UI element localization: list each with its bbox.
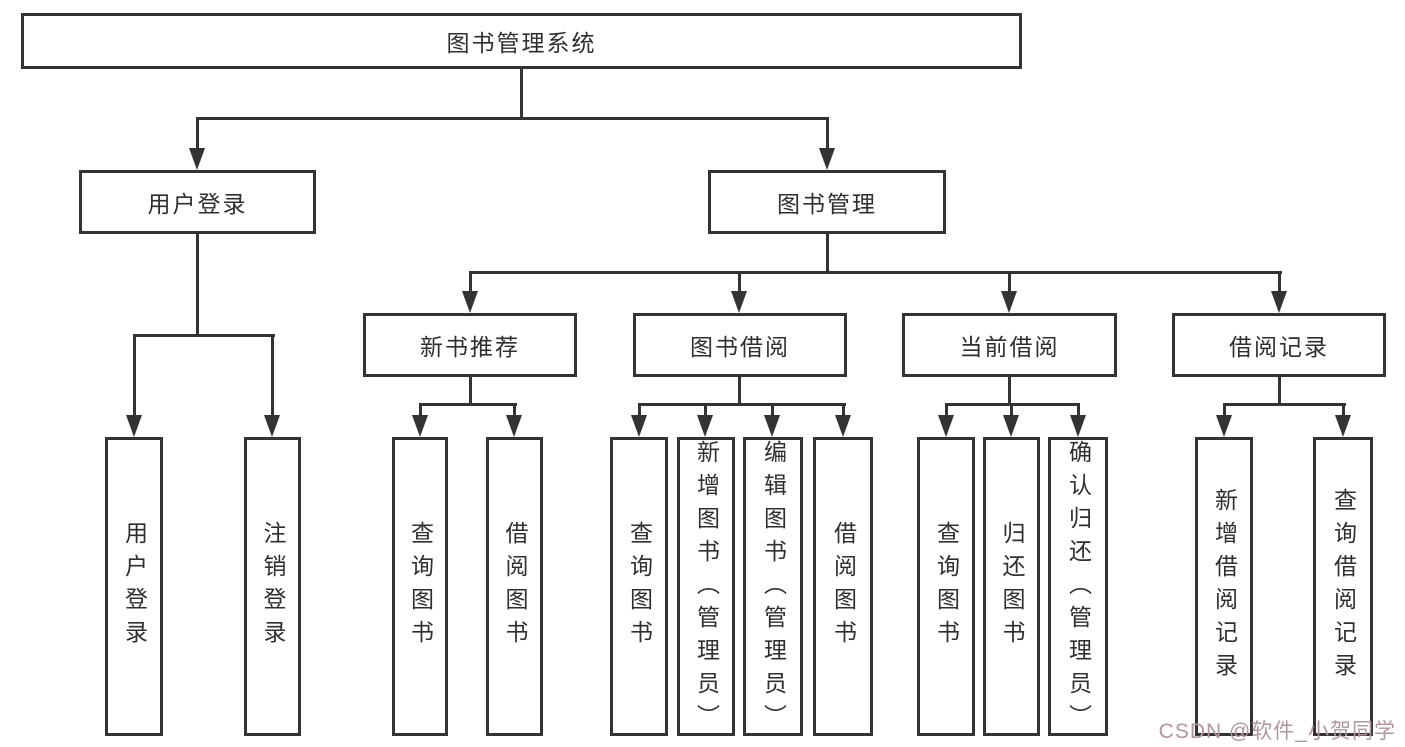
connector-line bbox=[469, 377, 472, 406]
arrow-down-icon bbox=[412, 415, 428, 437]
connector-line bbox=[520, 69, 523, 119]
connector-line bbox=[1008, 271, 1011, 293]
node-library-management-system: 图书管理系统 bbox=[21, 13, 1022, 69]
leaf-add-books-admin: 新增图书（管理员） bbox=[677, 437, 735, 737]
node-new-book-recommend: 新书推荐 bbox=[363, 313, 577, 377]
arrow-down-icon bbox=[1001, 291, 1017, 313]
leaf-newbook-borrow-books: 借阅图书 bbox=[486, 437, 543, 736]
node-label: 确认归还（管理员） bbox=[1065, 440, 1092, 737]
arrow-down-icon bbox=[462, 291, 478, 313]
node-label: 图书管理 bbox=[777, 191, 877, 217]
connector-line bbox=[638, 403, 846, 406]
connector-line bbox=[196, 117, 829, 120]
arrow-down-icon bbox=[126, 415, 142, 437]
connector-line bbox=[1278, 271, 1281, 293]
arrow-down-icon bbox=[1335, 415, 1351, 437]
arrow-down-icon bbox=[264, 415, 280, 437]
arrow-down-icon bbox=[506, 415, 522, 437]
node-book-management: 图书管理 bbox=[708, 170, 946, 234]
connector-line bbox=[771, 403, 774, 417]
connector-line bbox=[271, 334, 274, 416]
node-label: 借阅记录 bbox=[1229, 334, 1329, 360]
csdn-watermark: CSDN @软件_小贺同学 bbox=[1158, 720, 1396, 743]
connector-line bbox=[196, 234, 199, 336]
connector-line bbox=[704, 403, 707, 417]
connector-line bbox=[638, 403, 641, 417]
node-user-login: 用户登录 bbox=[79, 170, 316, 234]
leaf-newbook-query-books: 查询图书 bbox=[392, 437, 448, 736]
leaf-query-borrow-record: 查询借阅记录 bbox=[1313, 437, 1373, 736]
node-label: 查询图书 bbox=[407, 520, 434, 653]
connector-line bbox=[1077, 403, 1080, 417]
leaf-borrow-query-books: 查询图书 bbox=[610, 437, 668, 736]
connector-line bbox=[1223, 403, 1226, 417]
connector-line bbox=[513, 403, 516, 417]
connector-line bbox=[133, 334, 275, 337]
connector-line bbox=[1223, 403, 1346, 406]
node-label: 归还图书 bbox=[999, 520, 1025, 653]
node-label: 注销登录 bbox=[260, 520, 286, 653]
connector-line bbox=[469, 271, 1282, 274]
arrow-down-icon bbox=[1070, 415, 1086, 437]
node-label: 新书推荐 bbox=[420, 334, 520, 360]
arrow-down-icon bbox=[697, 415, 713, 437]
connector-line bbox=[738, 377, 741, 406]
arrow-down-icon bbox=[1003, 415, 1019, 437]
node-label: 新增借阅记录 bbox=[1211, 487, 1238, 686]
connector-line bbox=[1010, 403, 1013, 417]
node-label: 用户登录 bbox=[147, 191, 248, 217]
leaf-edit-books-admin: 编辑图书（管理员） bbox=[743, 437, 803, 737]
connector-line bbox=[1008, 377, 1011, 406]
node-label: 图书借阅 bbox=[690, 334, 790, 360]
leaf-add-borrow-record: 新增借阅记录 bbox=[1195, 437, 1253, 736]
arrow-down-icon bbox=[819, 148, 835, 170]
node-current-borrowing: 当前借阅 bbox=[902, 313, 1117, 377]
arrow-down-icon bbox=[938, 415, 954, 437]
connector-line bbox=[945, 403, 948, 417]
connector-line bbox=[419, 403, 517, 406]
connector-line bbox=[133, 334, 136, 416]
arrow-down-icon bbox=[731, 291, 747, 313]
node-label: 借阅图书 bbox=[502, 520, 528, 653]
node-label: 借阅图书 bbox=[830, 520, 857, 653]
leaf-return-books: 归还图书 bbox=[983, 437, 1040, 736]
connector-line bbox=[842, 403, 845, 417]
connector-line bbox=[738, 271, 741, 293]
node-label: 新增图书（管理员） bbox=[693, 440, 720, 737]
node-book-borrowing: 图书借阅 bbox=[633, 313, 847, 377]
connector-line bbox=[419, 403, 422, 417]
connector-line bbox=[826, 234, 829, 274]
leaf-confirm-return-admin: 确认归还（管理员） bbox=[1048, 437, 1108, 737]
node-label: 当前借阅 bbox=[959, 334, 1060, 360]
arrow-down-icon bbox=[631, 415, 647, 437]
arrow-down-icon bbox=[764, 415, 780, 437]
node-label: 图书管理系统 bbox=[446, 30, 597, 56]
connector-line bbox=[826, 117, 829, 150]
leaf-logout: 注销登录 bbox=[244, 437, 301, 736]
node-label: 用户登录 bbox=[121, 520, 148, 653]
connector-line bbox=[196, 117, 199, 150]
connector-line bbox=[1278, 377, 1281, 406]
arrow-down-icon bbox=[835, 415, 851, 437]
node-label: 编辑图书（管理员） bbox=[760, 440, 787, 737]
connector-line bbox=[1342, 403, 1345, 417]
leaf-user-login: 用户登录 bbox=[105, 437, 163, 736]
arrow-down-icon bbox=[1216, 415, 1232, 437]
leaf-current-query-books: 查询图书 bbox=[917, 437, 975, 736]
node-label: 查询图书 bbox=[626, 520, 653, 653]
arrow-down-icon bbox=[1271, 291, 1287, 313]
node-label: 查询借阅记录 bbox=[1330, 487, 1357, 686]
leaf-borrow-books: 借阅图书 bbox=[813, 437, 873, 736]
node-borrowing-records: 借阅记录 bbox=[1172, 313, 1386, 377]
node-label: 查询图书 bbox=[933, 520, 960, 653]
connector-line bbox=[469, 271, 472, 293]
arrow-down-icon bbox=[189, 148, 205, 170]
